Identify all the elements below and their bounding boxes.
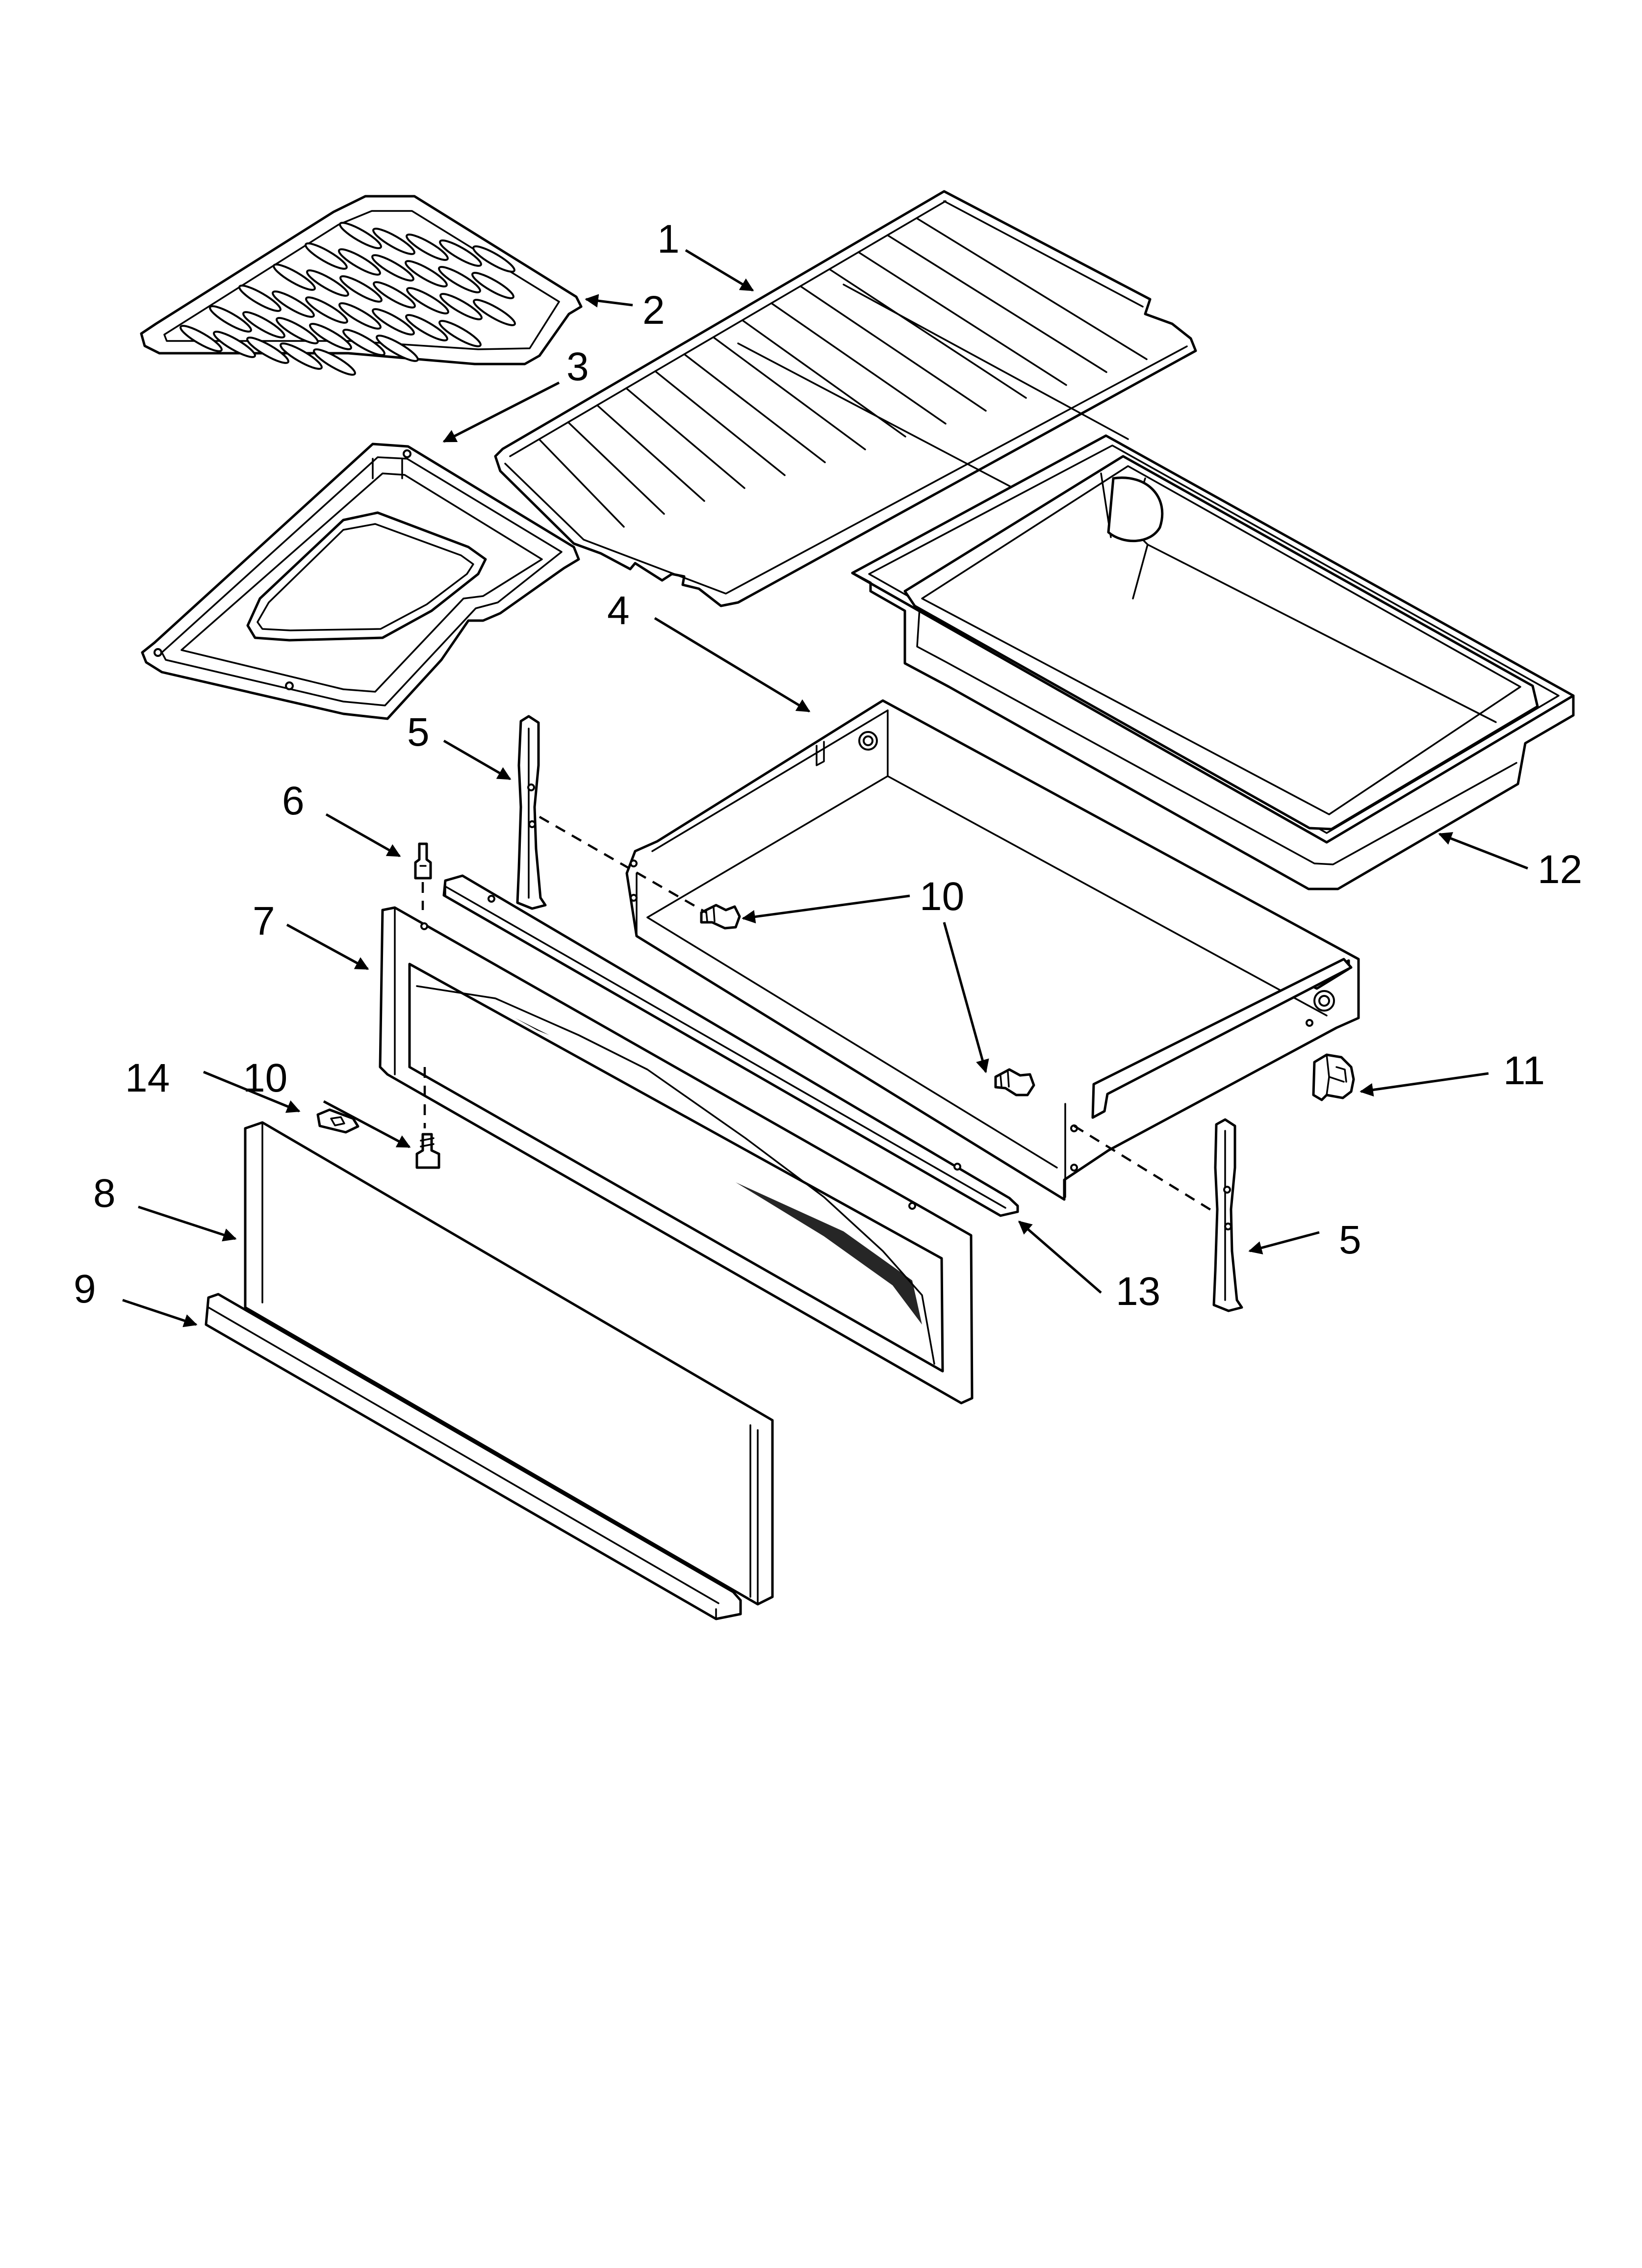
- grid-slot: [406, 234, 449, 261]
- bracket: [1312, 1053, 1355, 1101]
- oven-rack: [494, 190, 1197, 607]
- grid-slot: [372, 308, 415, 336]
- callout-10a: 10: [920, 874, 964, 919]
- screw-lower: [415, 1133, 440, 1169]
- grid-slot: [313, 348, 356, 376]
- callout-14: 14: [125, 1056, 170, 1100]
- rack-bar: [596, 404, 705, 502]
- grid-slot: [439, 239, 482, 267]
- screw-middle: [994, 1068, 1035, 1096]
- grid-slot: [306, 269, 349, 297]
- grid-slot: [438, 266, 481, 293]
- rack-bar: [828, 268, 1027, 399]
- rack-bar: [567, 421, 665, 515]
- callout-13: 13: [1116, 1269, 1160, 1314]
- callout-5a: 5: [407, 710, 430, 755]
- grid-slot: [338, 302, 382, 330]
- grid-slot: [406, 287, 449, 314]
- grid-slot: [276, 317, 319, 344]
- trim-strip: [442, 874, 1019, 1217]
- callout-1: 1: [657, 217, 680, 261]
- rack-bar: [625, 387, 745, 489]
- grid-slot: [438, 320, 482, 347]
- callout-7: 7: [253, 899, 275, 943]
- grid-slot: [473, 299, 516, 326]
- grid-slot: [371, 254, 414, 282]
- rack-bar: [654, 370, 786, 476]
- kick-panel: [244, 1121, 774, 1606]
- grid-slots: [180, 222, 516, 376]
- grid-slot: [305, 296, 348, 324]
- rack-bar: [886, 234, 1107, 373]
- callout-labels: 1 2 3 4 5 5 6 7 8 9 10 10 11 12 13 14: [74, 217, 1582, 1314]
- grid-slot: [242, 311, 285, 339]
- pin: [414, 842, 432, 880]
- rack-bar: [683, 353, 826, 464]
- grid-slot: [280, 342, 323, 370]
- callout-9: 9: [74, 1267, 96, 1311]
- callout-4: 4: [607, 588, 630, 633]
- assembly-lines: [421, 816, 1215, 1213]
- callout-3: 3: [566, 344, 589, 389]
- grid-slot: [338, 248, 381, 276]
- rack-bar: [712, 336, 866, 450]
- bottom-strip: [205, 1293, 742, 1620]
- grid-slot: [405, 260, 448, 287]
- drawer-glide-right: [1212, 1118, 1243, 1312]
- drawer-liner: [851, 434, 1575, 890]
- screw-upper: [700, 904, 741, 930]
- broiler-grid: [140, 195, 583, 376]
- grid-slot: [405, 314, 448, 341]
- grid-slot: [180, 325, 223, 352]
- rack-bar: [857, 251, 1067, 386]
- rack-bar: [916, 217, 1148, 361]
- grid-slot: [339, 222, 382, 249]
- clip: [316, 1108, 359, 1134]
- callout-8: 8: [93, 1171, 116, 1216]
- grid-slot: [372, 228, 415, 255]
- grid-slot: [213, 331, 256, 358]
- broiler-pan: [141, 443, 580, 720]
- callout-12: 12: [1538, 847, 1582, 892]
- rack-bar: [799, 285, 987, 412]
- grid-slot: [472, 245, 515, 273]
- grid-slot: [209, 305, 252, 333]
- callout-11: 11: [1503, 1048, 1545, 1093]
- grid-slot: [471, 272, 514, 299]
- callout-10b: 10: [243, 1056, 287, 1100]
- rack-bar: [538, 438, 625, 528]
- grid-slot: [238, 285, 282, 312]
- drawer-front: [379, 906, 974, 1405]
- callout-6: 6: [282, 779, 305, 823]
- grid-slot: [305, 242, 348, 270]
- grid-slot: [309, 323, 352, 350]
- leader-lines: [122, 249, 1528, 1328]
- grid-slot: [272, 290, 315, 318]
- rack-bar: [770, 302, 947, 425]
- rack-bars: [538, 217, 1148, 528]
- grid-slot: [342, 329, 385, 356]
- grid-slot: [376, 335, 419, 362]
- grid-slot: [273, 263, 316, 291]
- drawer-body: [625, 699, 1360, 1201]
- callout-5b: 5: [1339, 1218, 1361, 1262]
- grid-slot: [373, 281, 416, 309]
- grid-slot: [439, 293, 483, 320]
- grid-slot: [246, 337, 289, 364]
- grid-slot: [339, 275, 383, 303]
- callout-2: 2: [642, 288, 665, 333]
- drawer-glide-left: [516, 715, 547, 910]
